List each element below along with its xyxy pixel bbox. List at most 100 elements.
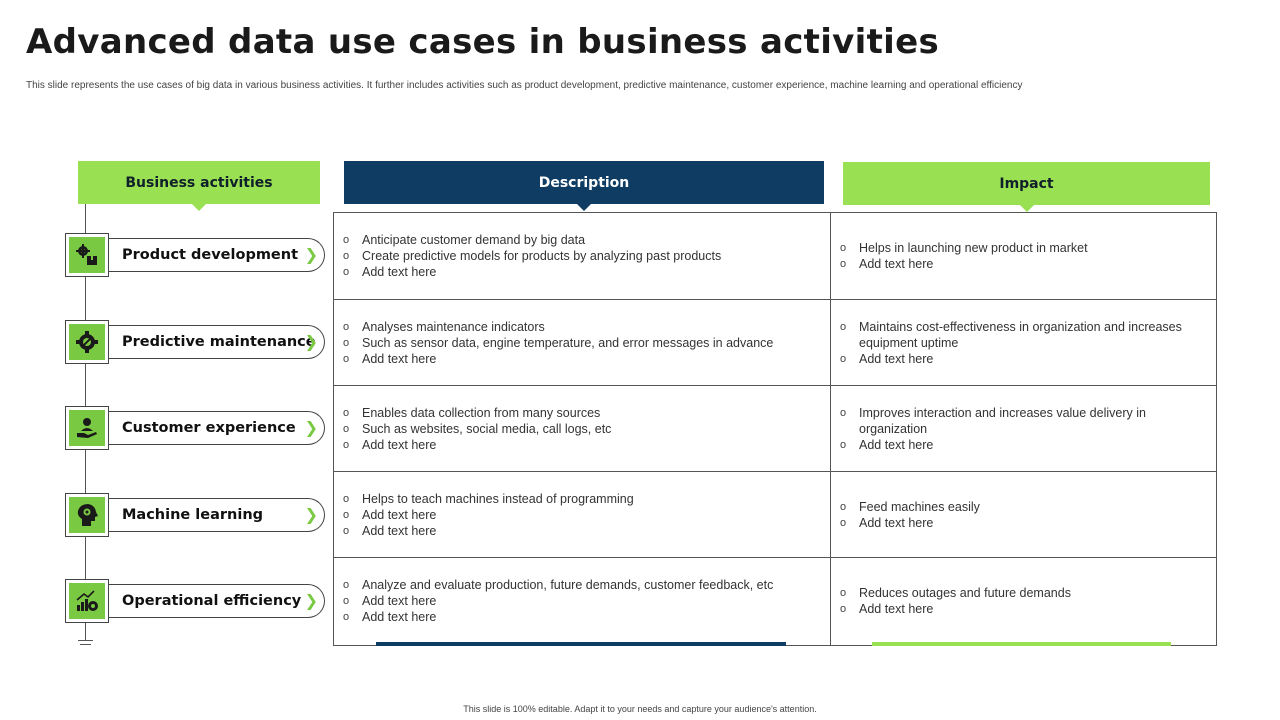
activity-label: Predictive maintenance (122, 334, 316, 350)
bullet-item: o Add text here (840, 601, 1205, 617)
bullet-text: Add text here (362, 524, 437, 538)
bullet-marker: o (840, 439, 847, 451)
bullet-text: Feed machines easily (859, 500, 980, 514)
activity-label: Operational efficiency (122, 593, 302, 609)
bullet-marker: o (343, 611, 350, 623)
bullet-text: Maintains cost-effectiveness in organiza… (859, 320, 1182, 350)
bullet-text: Anticipate customer demand by big data (362, 233, 586, 247)
bullet-item: o Add text here (343, 593, 823, 609)
bullet-item: o Maintains cost-effectiveness in organiz… (840, 319, 1205, 351)
activity-icon-box (65, 406, 109, 450)
header-pointer (1019, 205, 1034, 212)
chevron-right-icon: ❯ (304, 245, 318, 264)
bullet-text: Add text here (859, 602, 934, 616)
bullet-text: Analyze and evaluate production, future … (362, 578, 774, 592)
header-impact-label: Impact (999, 175, 1054, 192)
header-description-label: Description (538, 174, 630, 191)
activity-label: Machine learning (122, 507, 264, 523)
timeline-base (78, 640, 93, 641)
impact-cell: o Maintains cost-effectiveness in organiz… (840, 300, 1205, 386)
bullet-text: Add text here (362, 610, 437, 624)
bullet-marker: o (343, 266, 350, 278)
activity-predictive-maintenance: Predictive maintenance ❯ (65, 320, 327, 364)
bullet-text: Enables data collection from many source… (362, 406, 601, 420)
chevron-right-icon: ❯ (304, 332, 318, 351)
bullet-marker: o (343, 423, 350, 435)
bullet-marker: o (343, 234, 350, 246)
impact-accent-bar (872, 642, 1171, 646)
bullet-marker: o (343, 321, 350, 333)
header-pointer (192, 204, 206, 211)
bullet-text: Create predictive models for products by… (362, 249, 722, 263)
timeline-base (80, 644, 91, 645)
bullet-text: Analyses maintenance indicators (362, 320, 545, 334)
table-row: o Enables data collection from many sourc… (334, 385, 1216, 471)
bullet-item: o Analyze and evaluate production, future… (343, 577, 823, 593)
activity-label-pill: Operational efficiency ❯ (109, 584, 325, 618)
bullet-marker: o (343, 509, 350, 521)
activity-label: Product development (122, 247, 299, 263)
activity-label: Customer experience (122, 420, 296, 436)
bullet-text: Helps to teach machines instead of progr… (362, 492, 634, 506)
bullet-text: Add text here (362, 265, 437, 279)
bullet-marker: o (343, 439, 350, 451)
header-business-activities-label: Business activities (125, 174, 273, 191)
chevron-right-icon: ❯ (304, 505, 318, 524)
bullet-marker: o (343, 337, 350, 349)
bullet-marker: o (840, 321, 847, 333)
head-gear-icon (77, 504, 98, 526)
activity-product-development: Product development ❯ (65, 233, 327, 277)
bullet-text: Add text here (362, 438, 437, 452)
bullet-item: o Add text here (343, 507, 823, 523)
description-cell: o Analyze and evaluate production, future… (343, 558, 823, 644)
bullet-marker: o (840, 587, 847, 599)
chevron-right-icon: ❯ (304, 591, 318, 610)
bullet-item: o Anticipate customer demand by big data (343, 232, 823, 248)
bullet-text: Add text here (859, 257, 934, 271)
bullet-marker: o (840, 501, 847, 513)
page-subtitle: This slide represents the use cases of b… (26, 80, 1023, 91)
bullet-marker: o (840, 517, 847, 529)
activity-machine-learning: Machine learning ❯ (65, 493, 327, 537)
bullet-marker: o (840, 353, 847, 365)
bullet-item: o Add text here (840, 351, 1205, 367)
footer-note: This slide is 100% editable. Adapt it to… (463, 704, 817, 714)
activity-icon-box (65, 493, 109, 537)
bullet-item: o Create predictive models for products b… (343, 248, 823, 264)
bullet-marker: o (343, 595, 350, 607)
gears-box-icon (76, 244, 97, 265)
bullet-marker: o (343, 250, 350, 262)
activity-label-pill: Predictive maintenance ❯ (109, 325, 325, 359)
bullet-marker: o (343, 579, 350, 591)
activity-label-pill: Machine learning ❯ (109, 498, 325, 532)
bullet-text: Add text here (362, 594, 437, 608)
header-impact: Impact (843, 162, 1210, 212)
chevron-right-icon: ❯ (304, 418, 318, 437)
bullet-item: o Such as sensor data, engine temperature… (343, 335, 823, 351)
bullet-marker: o (343, 353, 350, 365)
header-business-activities: Business activities (78, 161, 320, 211)
bullet-item: o Feed machines easily (840, 499, 1205, 515)
bullet-marker: o (840, 603, 847, 615)
bullet-item: o Add text here (343, 264, 823, 280)
bullet-text: Helps in launching new product in market (859, 241, 1088, 255)
bullet-text: Improves interaction and increases value… (859, 406, 1146, 436)
bullet-item: o Add text here (343, 437, 823, 453)
chart-gear-icon (76, 590, 98, 611)
bullet-text: Add text here (859, 352, 934, 366)
activity-customer-experience: Customer experience ❯ (65, 406, 327, 450)
bullet-text: Such as sensor data, engine temperature,… (362, 336, 774, 350)
activity-icon-box (65, 233, 109, 277)
bullet-text: Add text here (362, 508, 437, 522)
